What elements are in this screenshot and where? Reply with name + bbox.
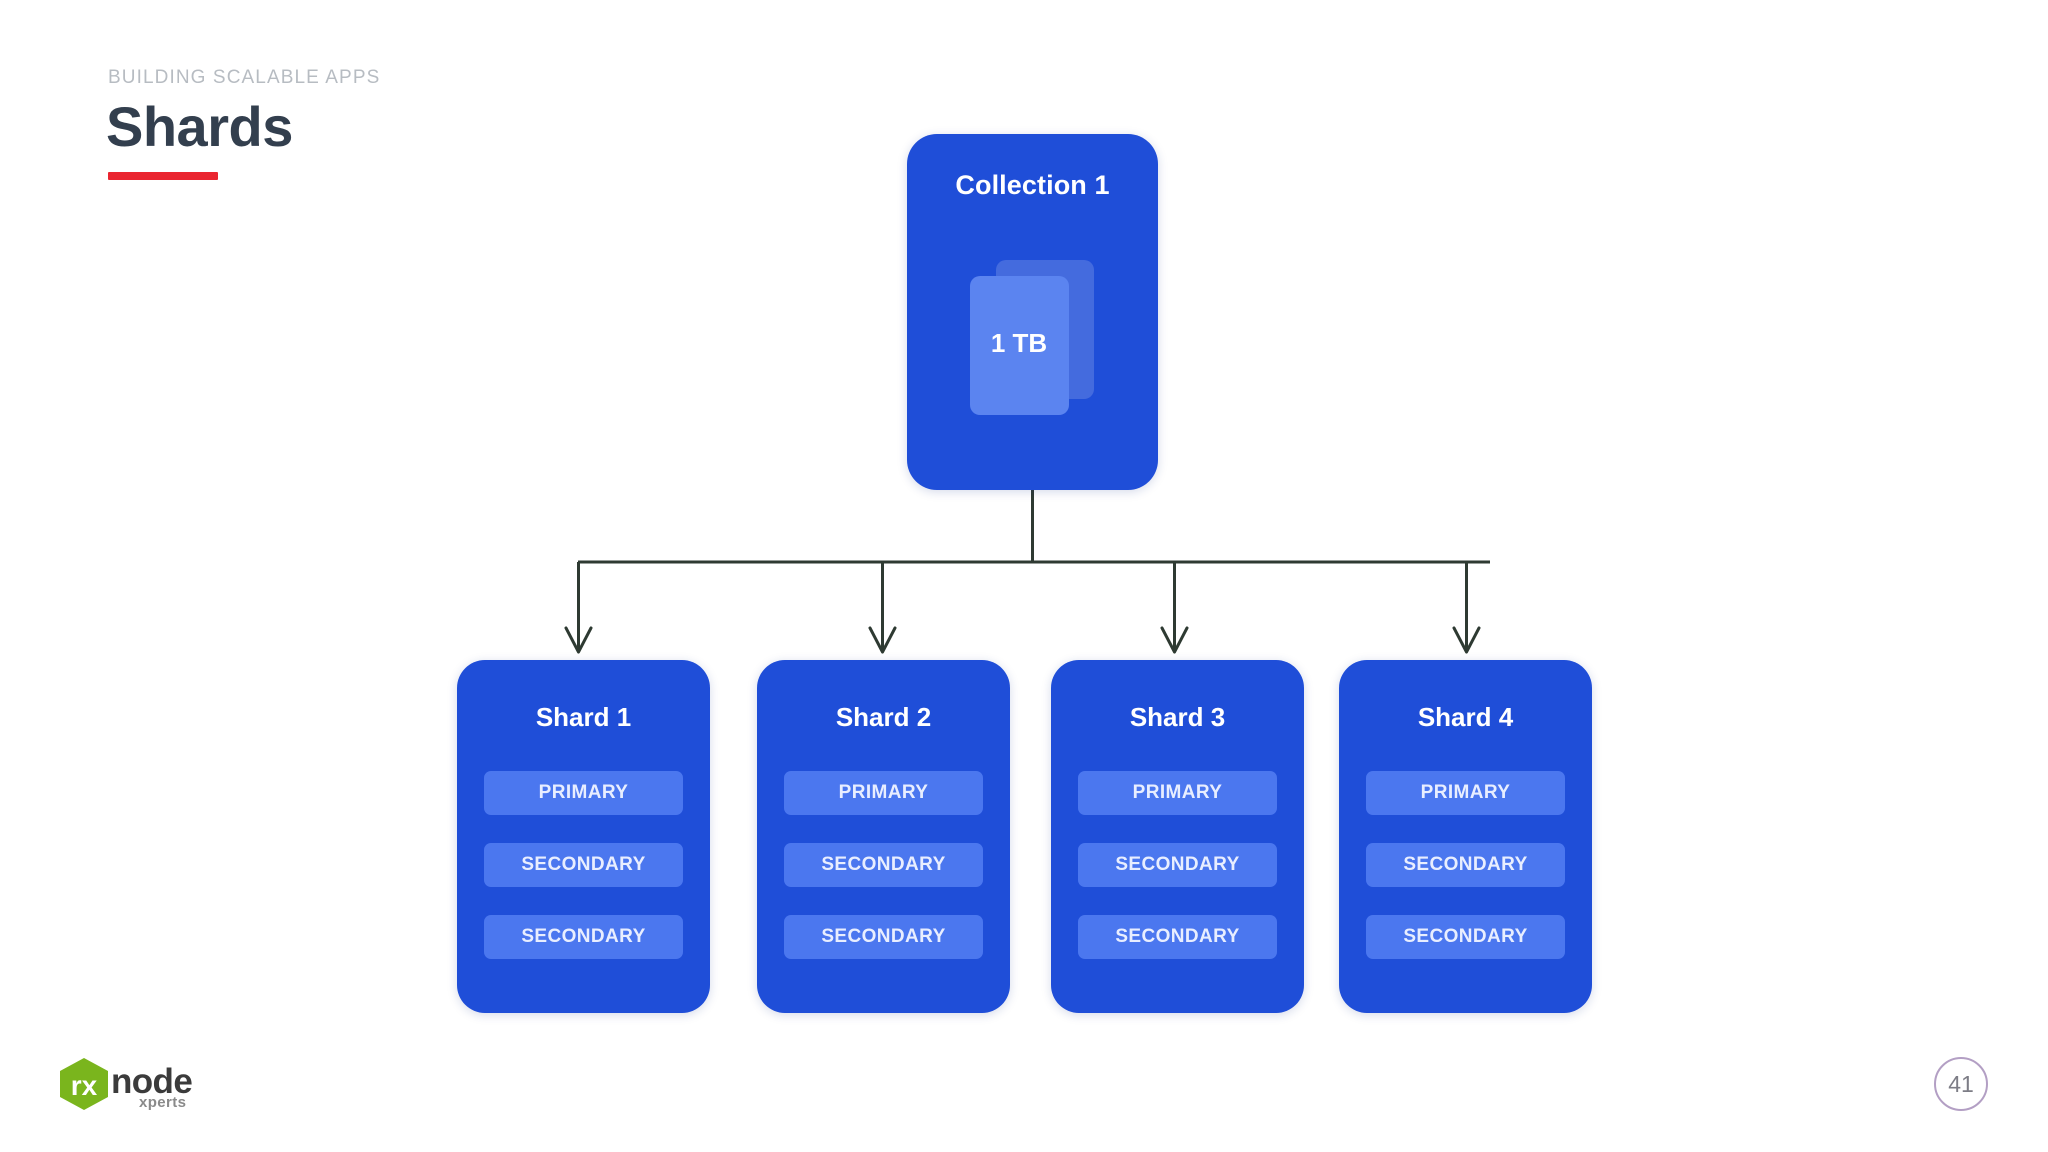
collection-node[interactable]: Collection 1 1 TB <box>907 134 1158 490</box>
collection-size-label: 1 TB <box>990 328 1048 358</box>
shard-row: Shard 1 PRIMARY SECONDARY SECONDARY Shar… <box>457 660 1592 1013</box>
shard-member-secondary[interactable]: SECONDARY <box>1078 843 1277 887</box>
page-number-badge: 41 <box>1934 1057 1988 1111</box>
shard-node-3[interactable]: Shard 3 PRIMARY SECONDARY SECONDARY <box>1051 660 1304 1013</box>
shard-title: Shard 4 <box>1417 702 1514 732</box>
shard-member-secondary[interactable]: SECONDARY <box>484 843 683 887</box>
shard-title: Shard 3 <box>1129 702 1226 732</box>
shard-node-4[interactable]: Shard 4 PRIMARY SECONDARY SECONDARY <box>1339 660 1592 1013</box>
shard-member-secondary[interactable]: SECONDARY <box>784 843 983 887</box>
hexagon-logo-icon: rx <box>60 1058 108 1110</box>
shard-member-secondary[interactable]: SECONDARY <box>784 915 983 959</box>
logo-subtext: xperts <box>139 1094 187 1111</box>
shard-member-secondary[interactable]: SECONDARY <box>1366 843 1565 887</box>
slide-eyebrow: BUILDING SCALABLE APPS <box>108 67 381 88</box>
title-accent-rule <box>108 172 218 180</box>
collection-title: Collection 1 <box>955 170 1110 200</box>
svg-text:rx: rx <box>71 1070 98 1101</box>
brand-logo: rx node xperts <box>57 1055 193 1113</box>
shard-member-primary[interactable]: PRIMARY <box>1366 771 1565 815</box>
logo-wordmark: node <box>111 1062 193 1101</box>
shard-member-primary[interactable]: PRIMARY <box>1078 771 1277 815</box>
shard-node-2[interactable]: Shard 2 PRIMARY SECONDARY SECONDARY <box>757 660 1010 1013</box>
shard-member-primary[interactable]: PRIMARY <box>484 771 683 815</box>
shard-member-secondary[interactable]: SECONDARY <box>484 915 683 959</box>
shard-member-secondary[interactable]: SECONDARY <box>1078 915 1277 959</box>
shard-title: Shard 2 <box>835 702 932 732</box>
shard-title: Shard 1 <box>535 702 632 732</box>
storage-card-front: 1 TB <box>969 276 1069 415</box>
shard-member-primary[interactable]: PRIMARY <box>784 771 983 815</box>
shard-node-1[interactable]: Shard 1 PRIMARY SECONDARY SECONDARY <box>457 660 710 1013</box>
page-title: Shards <box>106 95 293 158</box>
shard-member-secondary[interactable]: SECONDARY <box>1366 915 1565 959</box>
collection-storage-icon: 1 TB <box>968 260 1098 415</box>
